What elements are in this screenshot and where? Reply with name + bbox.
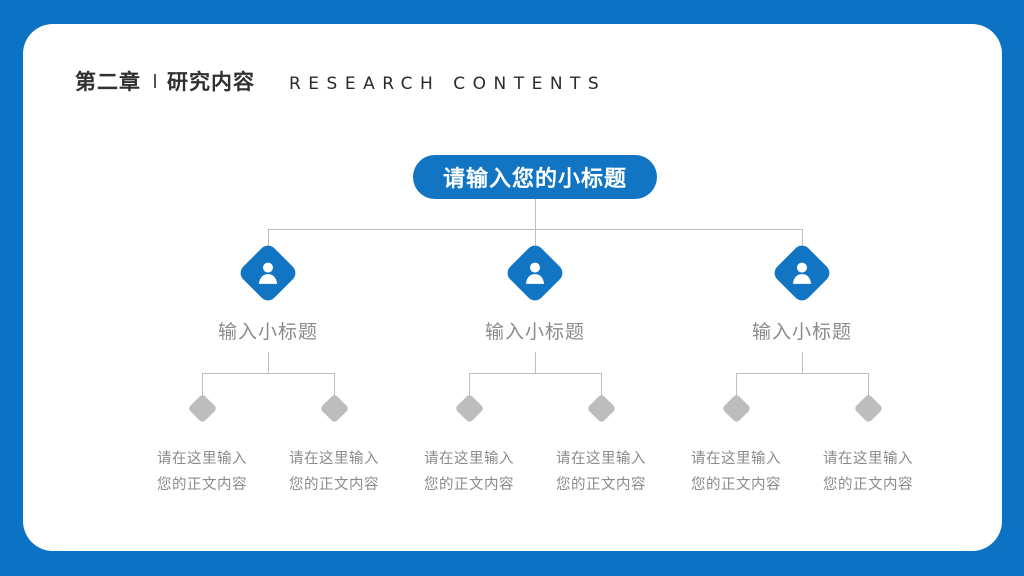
leaf-item-3-line2: 您的正文内容	[424, 477, 514, 493]
connector-level1-drop-1	[268, 229, 269, 252]
branch-node-2[interactable]: 输入小标题	[485, 241, 586, 344]
leaf-item-3[interactable]: 请在这里输入 您的正文内容	[404, 393, 534, 498]
branch-diamond-3	[770, 241, 834, 305]
slide-card: 第二章 研究内容 RESEARCH CONTENTS 请输入您的小标题 输入小标…	[23, 24, 1002, 551]
leaf-item-4-line2: 您的正文内容	[556, 477, 646, 493]
diamond-icon	[454, 393, 484, 424]
leaf-item-4-text: 请在这里输入 您的正文内容	[536, 446, 666, 498]
connector-level1-drop-3	[802, 229, 803, 252]
connector-group1-drop-2	[334, 373, 335, 400]
connector-group2-drop-2	[601, 373, 602, 400]
diamond-icon	[853, 393, 883, 424]
connector-group2-drop-1	[469, 373, 470, 400]
leaf-item-2-line2: 您的正文内容	[289, 477, 379, 493]
branch-node-2-label: 输入小标题	[485, 321, 586, 343]
leaf-item-6[interactable]: 请在这里输入 您的正文内容	[803, 393, 933, 498]
connector-group1-stem	[268, 352, 269, 374]
diamond-icon	[721, 393, 751, 424]
branch-node-3[interactable]: 输入小标题	[752, 241, 853, 344]
leaf-item-4-line1: 请在这里输入	[556, 451, 646, 467]
branch-node-1-label: 输入小标题	[218, 321, 319, 343]
connector-group3-bar	[736, 373, 869, 374]
leaf-item-1-text: 请在这里输入 您的正文内容	[137, 446, 267, 498]
branch-node-3-label: 输入小标题	[752, 321, 853, 343]
leaf-item-3-line1: 请在这里输入	[424, 451, 514, 467]
branch-diamond-1	[236, 241, 300, 305]
diamond-icon	[187, 393, 217, 424]
connector-group2-bar	[469, 373, 602, 374]
connector-level1-drop-2	[535, 229, 536, 252]
branch-node-1[interactable]: 输入小标题	[218, 241, 319, 344]
person-icon	[792, 262, 812, 284]
leaf-item-1[interactable]: 请在这里输入 您的正文内容	[137, 393, 267, 498]
leaf-item-2-line1: 请在这里输入	[289, 451, 379, 467]
leaf-item-3-text: 请在这里输入 您的正文内容	[404, 446, 534, 498]
connector-group2-stem	[535, 352, 536, 374]
leaf-item-2[interactable]: 请在这里输入 您的正文内容	[269, 393, 399, 498]
leaf-item-1-line2: 您的正文内容	[157, 477, 247, 493]
connector-group3-drop-2	[868, 373, 869, 400]
leaf-item-6-line2: 您的正文内容	[823, 477, 913, 493]
person-icon	[525, 262, 545, 284]
page-header: 第二章 研究内容 RESEARCH CONTENTS	[75, 66, 606, 96]
diamond-icon	[586, 393, 616, 424]
branch-diamond-2	[503, 241, 567, 305]
connector-root-stem	[535, 199, 536, 230]
connector-group3-drop-1	[736, 373, 737, 400]
person-icon	[258, 262, 278, 284]
leaf-item-4[interactable]: 请在这里输入 您的正文内容	[536, 393, 666, 498]
connector-group3-stem	[802, 352, 803, 374]
leaf-item-5-text: 请在这里输入 您的正文内容	[671, 446, 801, 498]
diamond-icon	[319, 393, 349, 424]
leaf-item-5-line1: 请在这里输入	[691, 451, 781, 467]
header-divider-icon	[154, 74, 156, 88]
page-title: 研究内容	[167, 70, 255, 94]
chapter-number: 第二章	[75, 70, 141, 94]
leaf-item-5[interactable]: 请在这里输入 您的正文内容	[671, 393, 801, 498]
leaf-item-1-line1: 请在这里输入	[157, 451, 247, 467]
connector-group1-bar	[202, 373, 335, 374]
leaf-item-5-line2: 您的正文内容	[691, 477, 781, 493]
leaf-item-2-text: 请在这里输入 您的正文内容	[269, 446, 399, 498]
connector-group1-drop-1	[202, 373, 203, 400]
root-node-label: 请输入您的小标题	[442, 167, 627, 192]
root-node-pill[interactable]: 请输入您的小标题	[413, 155, 657, 199]
leaf-item-6-text: 请在这里输入 您的正文内容	[803, 446, 933, 498]
leaf-item-6-line1: 请在这里输入	[823, 451, 913, 467]
page-subtitle-english: RESEARCH CONTENTS	[289, 74, 607, 94]
